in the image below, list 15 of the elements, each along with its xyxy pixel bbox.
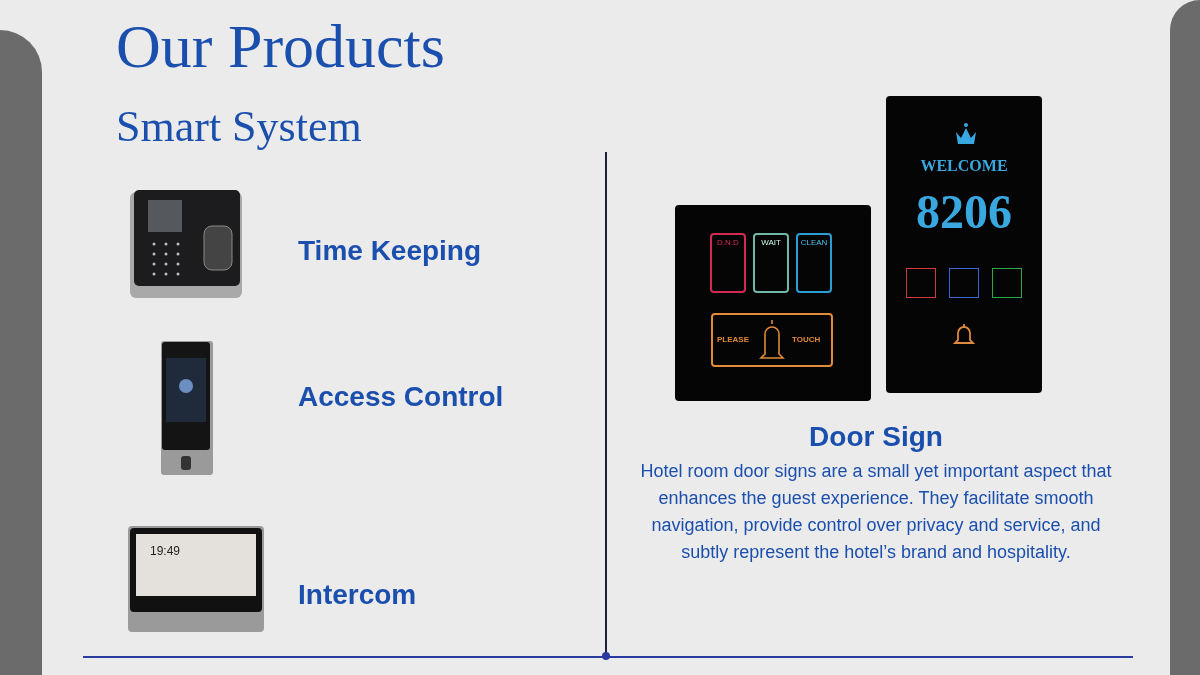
subtitle: Smart System bbox=[116, 101, 362, 153]
product-name: Time Keeping bbox=[298, 234, 482, 268]
description: Hotel room door signs are a small yet important aspect that enhances the guest experience. They facilitate smooth navigation, provide control over privacy and service, and subtly represent the hotel’s brand and hospitality. bbox=[639, 460, 1113, 564]
welcome-text: WELCOME bbox=[919, 156, 1009, 176]
dnd-button: D.N.D bbox=[710, 233, 746, 293]
clock-time: 19:49 bbox=[150, 543, 181, 560]
clean-button: CLEAN bbox=[796, 233, 832, 293]
button-caption: PLEASE bbox=[717, 334, 749, 346]
button-caption: TOUCH bbox=[792, 334, 821, 346]
room-number: 8206 bbox=[915, 184, 1013, 240]
product-name: Intercom bbox=[298, 578, 417, 612]
wait-button: WAIT bbox=[753, 233, 789, 293]
product-name: Door Sign bbox=[808, 420, 944, 454]
product-name: Access Control bbox=[298, 380, 504, 414]
title: Our Products bbox=[116, 11, 445, 82]
